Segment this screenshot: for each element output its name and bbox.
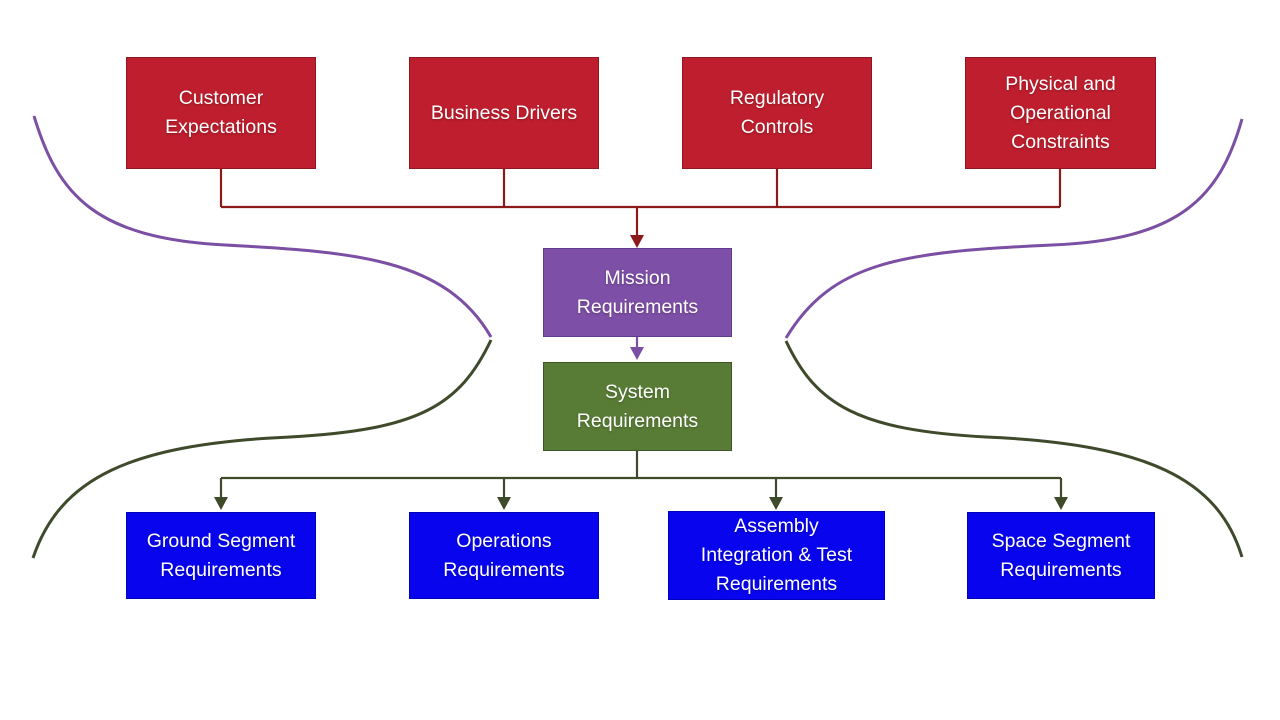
node-customer-expectations: Customer Expectations [126,57,316,169]
curve-right-purple [784,118,1244,339]
node-physical-operational-constraints: Physical and Operational Constraints [965,57,1156,169]
node-mission-requirements: Mission Requirements [543,248,732,337]
node-regulatory-controls: Regulatory Controls [682,57,872,169]
node-ground-segment-requirements: Ground Segment Requirements [126,512,316,599]
node-label: Operations Requirements [443,529,565,581]
node-label: Ground Segment Requirements [146,529,296,581]
node-label: Customer Expectations [165,87,277,138]
node-label: System Requirements [576,380,699,432]
inputs-to-mission-connector [219,169,1062,248]
node-business-drivers: Business Drivers [409,57,599,169]
system-to-outputs-connector [214,451,1068,510]
node-label: Space Segment Requirements [991,529,1131,581]
node-label: Regulatory Controls [729,87,825,138]
curve-right-green [784,340,1244,558]
brace-curves [31,115,1244,559]
curve-left-green [31,339,493,559]
node-space-segment-requirements: Space Segment Requirements [967,512,1155,599]
node-label: Business Drivers [430,101,578,124]
node-label: Mission Requirements [576,266,699,318]
node-system-requirements: System Requirements [543,362,732,451]
node-operations-requirements: Operations Requirements [409,512,599,599]
node-label: Physical and Operational Constraints [1005,72,1116,153]
node-label: Assembly Integration & Test Requirements [700,515,853,595]
curve-left-purple [32,115,493,338]
node-assembly-integration-test-requirements: Assembly Integration & Test Requirements [668,511,885,600]
